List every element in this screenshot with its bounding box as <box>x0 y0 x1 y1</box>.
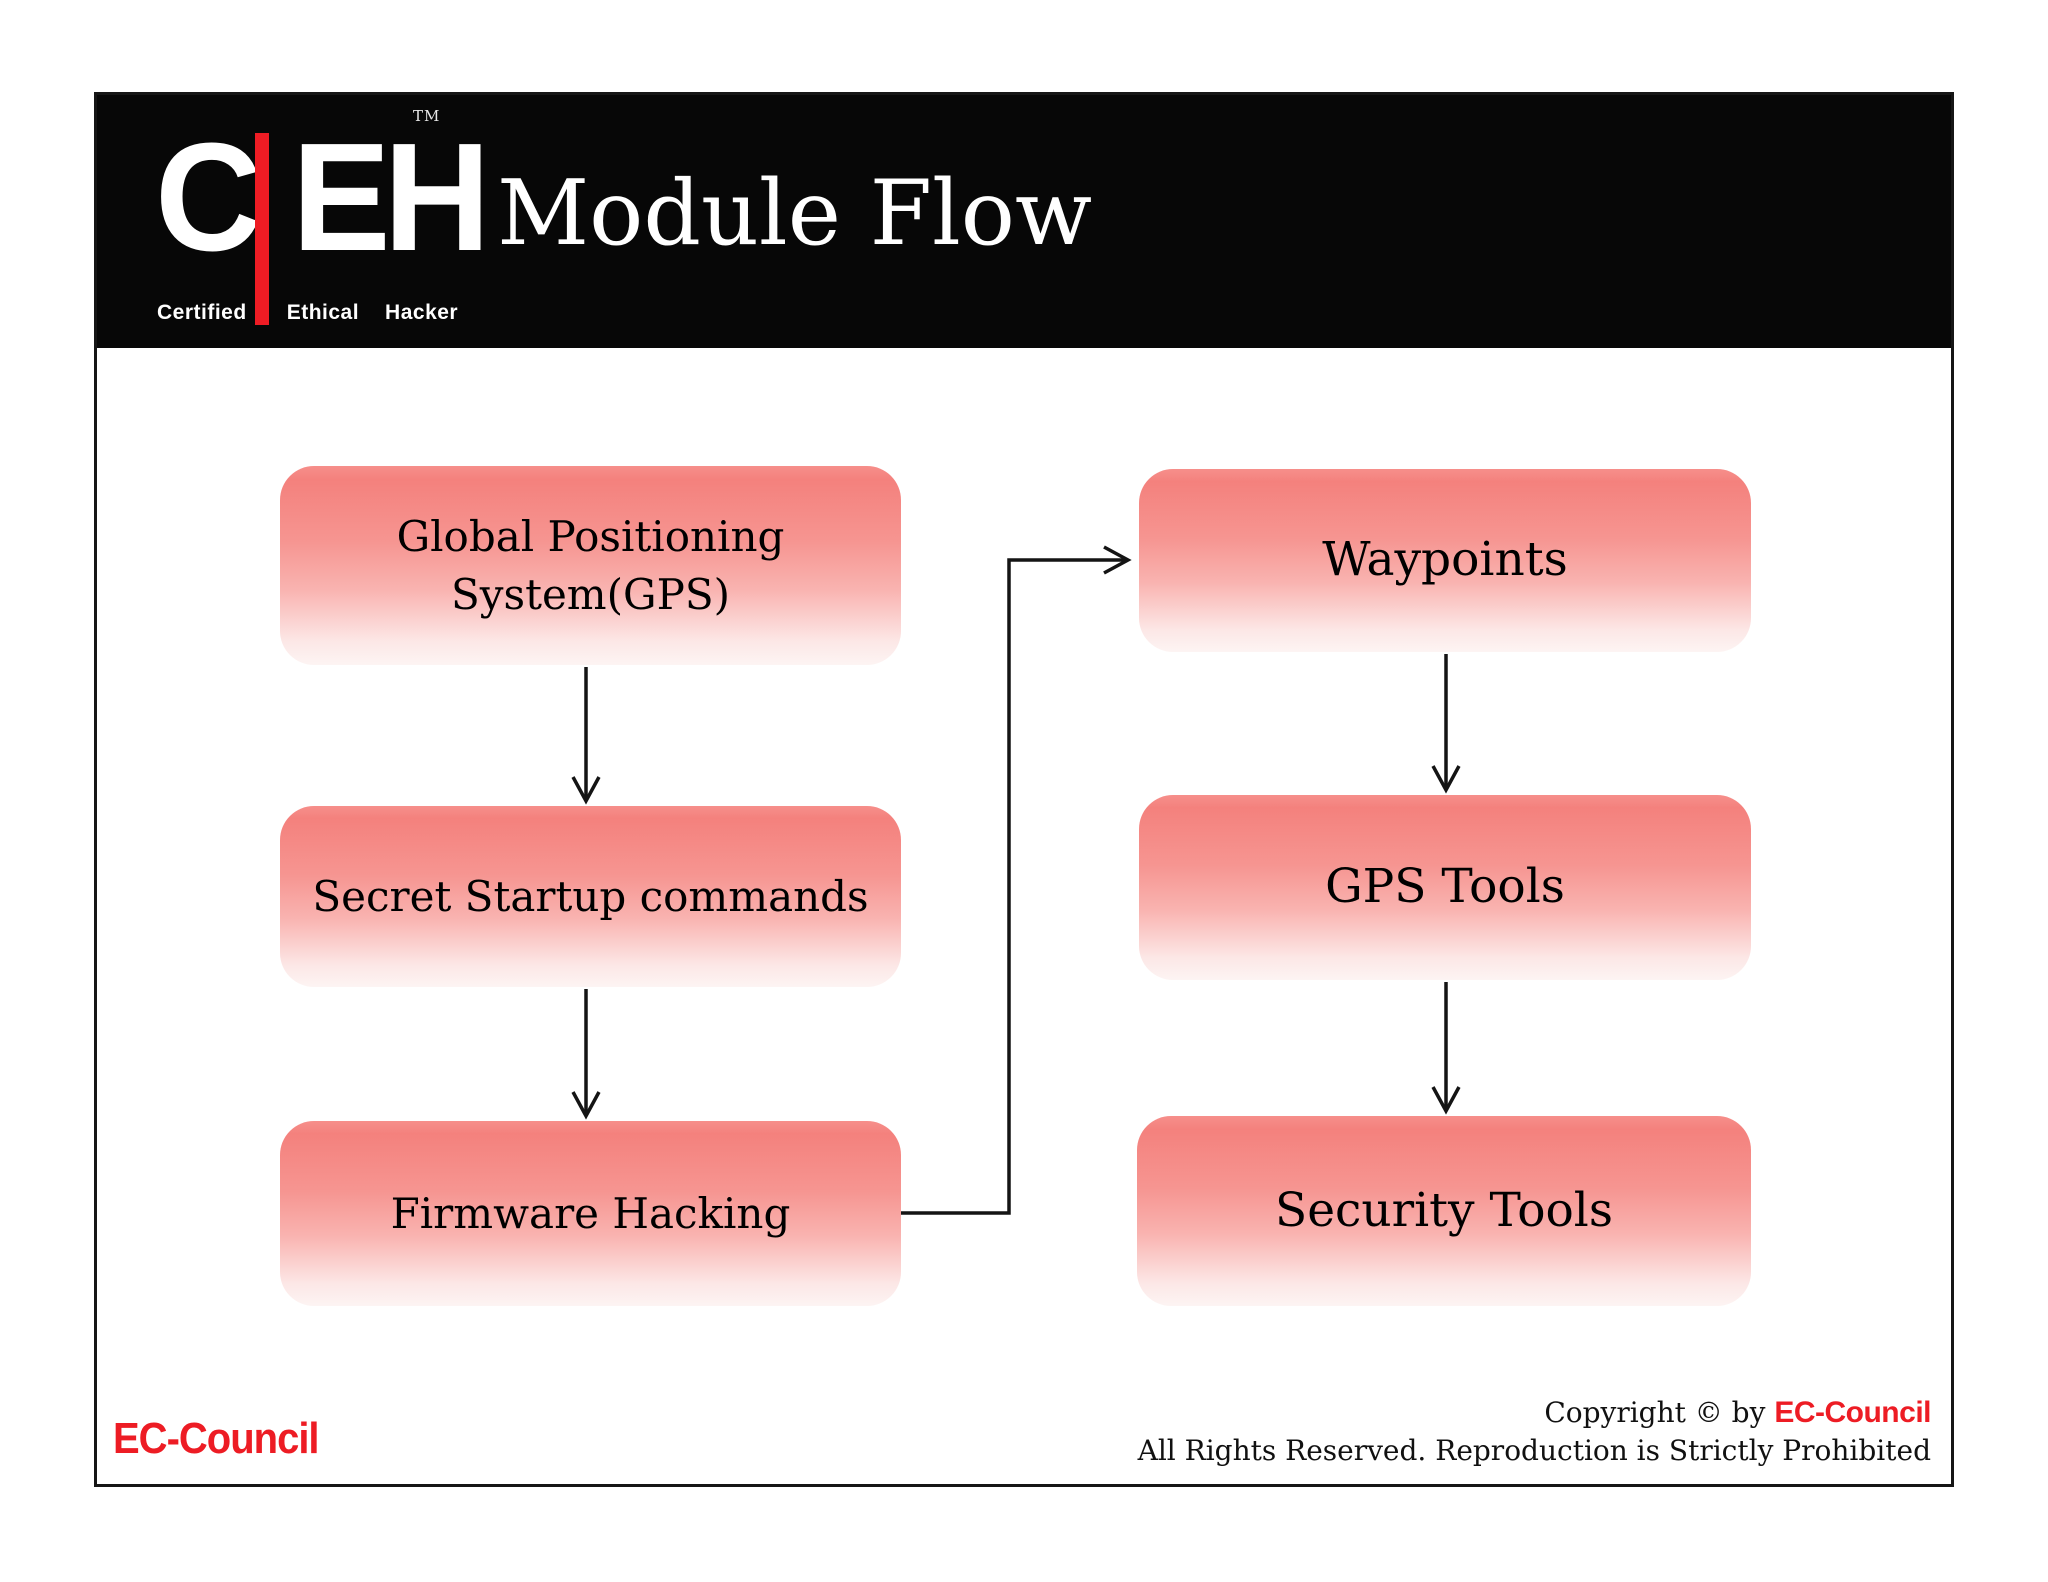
copyright-brand: EC-Council <box>1774 1396 1931 1430</box>
node-global-positioning-system: Global Positioning System(GPS) <box>280 466 901 665</box>
node-label: Global Positioning System(GPS) <box>396 511 785 619</box>
ceh-letters-eh: EH <box>291 111 491 284</box>
trademark-symbol: TM <box>413 107 441 125</box>
copyright-line-1: Copyright © by EC-Council <box>1138 1393 1931 1433</box>
page-title: Module Flow <box>497 161 1093 266</box>
edge-gpstools-to-security <box>1431 982 1461 1115</box>
ceh-letter-c: C <box>155 111 262 284</box>
copyright-prefix: Copyright © by <box>1544 1396 1775 1430</box>
node-label: Firmware Hacking <box>390 1188 791 1238</box>
node-gps-tools: GPS Tools <box>1139 795 1751 980</box>
copyright-line-2: All Rights Reserved. Reproduction is Str… <box>1137 1434 1931 1468</box>
edge-firmware-to-waypoints <box>901 545 1132 1215</box>
node-label: Security Tools <box>1275 1182 1613 1238</box>
copyright-notice: Copyright © by EC-Council All Rights Res… <box>1137 1393 1932 1470</box>
node-label: Secret Startup commands <box>312 871 869 921</box>
node-secret-startup-commands: Secret Startup commands <box>280 806 901 987</box>
slide: C EH TM Certified Ethical Hacker Module … <box>94 92 1954 1487</box>
ceh-red-bar <box>255 133 269 325</box>
edge-waypoints-to-gpstools <box>1431 654 1461 794</box>
ec-council-logo: EC-Council <box>113 1414 320 1463</box>
header-bar: C EH TM Certified Ethical Hacker Module … <box>97 95 1951 348</box>
ceh-word-certified: Certified <box>157 301 247 324</box>
edge-secret-to-firmware <box>571 989 601 1120</box>
ceh-word-hacker: Hacker <box>385 301 459 324</box>
edge-gps-to-secret <box>571 667 601 805</box>
ceh-logo: C EH TM Certified Ethical Hacker <box>155 95 490 348</box>
node-waypoints: Waypoints <box>1139 469 1751 652</box>
node-label: GPS Tools <box>1325 859 1565 915</box>
node-label: Waypoints <box>1322 532 1568 588</box>
node-security-tools: Security Tools <box>1137 1116 1751 1306</box>
ceh-logo-tagline: Certified Ethical Hacker <box>157 301 458 325</box>
ceh-logo-letters: C EH <box>155 111 491 284</box>
ceh-word-ethical: Ethical <box>286 301 360 324</box>
node-firmware-hacking: Firmware Hacking <box>280 1121 901 1306</box>
